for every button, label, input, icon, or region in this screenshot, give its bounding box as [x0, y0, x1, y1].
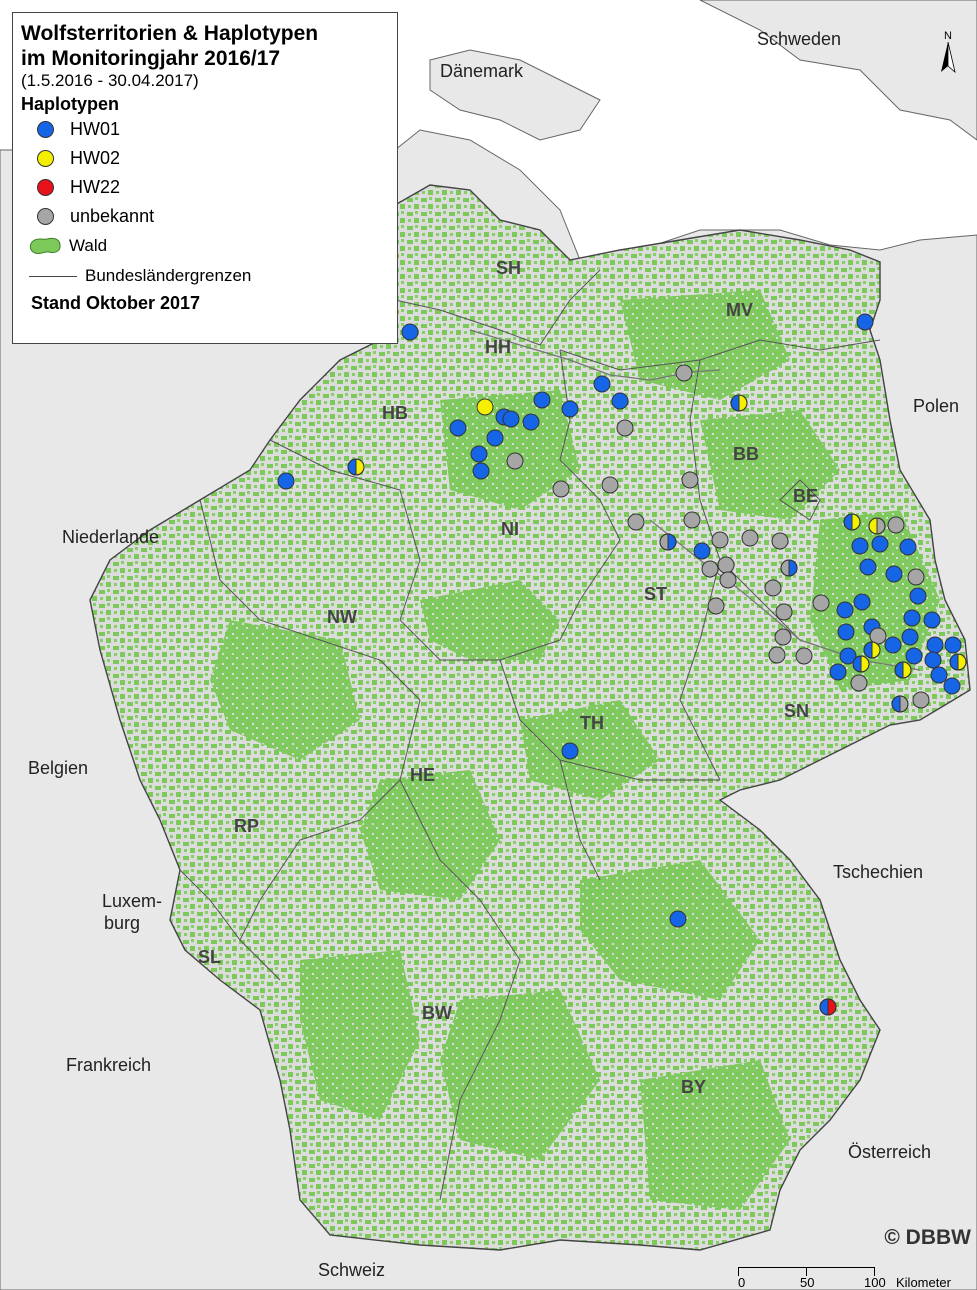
- scale-label-100: 100: [864, 1275, 886, 1290]
- wolf-territories: [277, 313, 967, 1016]
- legend-item-hw02: HW02: [21, 144, 389, 173]
- hw22-dot-icon: [37, 179, 54, 196]
- label-polen: Polen: [913, 396, 960, 416]
- north-arrow: N: [933, 30, 963, 76]
- label-state-bw: BW: [422, 1003, 452, 1023]
- legend-item-label: HW02: [70, 148, 121, 168]
- label-state-rp: RP: [234, 816, 260, 836]
- legend-title-line1: Wolfsterritorien & Haplotypen: [21, 22, 319, 45]
- label-tschechien: Tschechien: [833, 862, 924, 882]
- label-state-th: TH: [580, 713, 604, 733]
- legend-title-line2: im Monitoringjahr 2016/17: [21, 47, 281, 70]
- label-luxemburg-1: Luxem-: [102, 891, 163, 911]
- label-state-ni: NI: [501, 519, 519, 539]
- label-state-nw: NW: [327, 607, 357, 627]
- label-state-mv: MV: [726, 300, 753, 320]
- scale-tick-0: [738, 1267, 739, 1276]
- label-schweiz: Schweiz: [318, 1260, 386, 1280]
- copyright: © DBBW: [884, 1226, 971, 1249]
- label-state-st: ST: [644, 584, 668, 604]
- label-state-by: BY: [681, 1077, 707, 1097]
- forest-swatch-icon: [29, 237, 61, 255]
- scale-tick-50: [806, 1267, 807, 1276]
- legend-item-unbekannt: unbekannt: [21, 202, 389, 231]
- scale-bar: 0 50 100 Kilometer: [738, 1264, 977, 1290]
- legend-item-hw22: HW22: [21, 173, 389, 202]
- legend-status: Stand Oktober 2017: [31, 293, 201, 313]
- hw02-dot-icon: [37, 150, 54, 167]
- scale-unit: Kilometer: [896, 1275, 951, 1290]
- label-state-hb: HB: [382, 403, 408, 423]
- legend-borders-label: Bundesländergrenzen: [85, 266, 252, 285]
- label-frankreich: Frankreich: [66, 1055, 152, 1075]
- label-state-sl: SL: [198, 947, 222, 967]
- legend-forest: Wald: [29, 231, 389, 261]
- label-oesterreich: Österreich: [848, 1142, 932, 1162]
- legend-item-label: unbekannt: [70, 206, 155, 226]
- river-east: [649, 519, 921, 671]
- legend-haplotypes-heading: Haplotypen: [21, 94, 120, 114]
- map-legend: Wolfsterritorien & Haplotypen im Monitor…: [12, 12, 398, 344]
- legend-item-hw01: HW01: [21, 115, 389, 144]
- label-state-hh: HH: [485, 337, 511, 357]
- legend-borders: Bundesländergrenzen: [29, 261, 389, 291]
- legend-item-label: HW01: [70, 119, 121, 139]
- unknown-dot-icon: [37, 208, 54, 225]
- border-line-icon: [29, 275, 77, 277]
- label-state-he: HE: [410, 765, 436, 785]
- state-borders: [179, 269, 881, 1201]
- north-arrow-icon: [941, 42, 956, 74]
- legend-period: (1.5.2016 - 30.04.2017): [21, 71, 199, 90]
- label-state-sh: SH: [496, 258, 522, 278]
- label-schweden: Schweden: [757, 29, 842, 49]
- label-state-sn: SN: [784, 701, 810, 721]
- legend-item-label: HW22: [70, 177, 121, 197]
- label-niederlande: Niederlande: [62, 527, 160, 547]
- scale-tick-100: [874, 1267, 875, 1276]
- north-label: N: [944, 30, 952, 42]
- label-belgien: Belgien: [28, 758, 89, 778]
- scale-label-50: 50: [800, 1275, 815, 1290]
- label-state-bb: BB: [733, 444, 759, 464]
- legend-forest-label: Wald: [69, 236, 108, 255]
- label-luxemburg-2: burg: [104, 913, 141, 933]
- hw01-dot-icon: [37, 121, 54, 138]
- label-state-be: BE: [793, 486, 819, 506]
- scale-label-0: 0: [738, 1275, 746, 1290]
- label-daenemark: Dänemark: [440, 61, 524, 81]
